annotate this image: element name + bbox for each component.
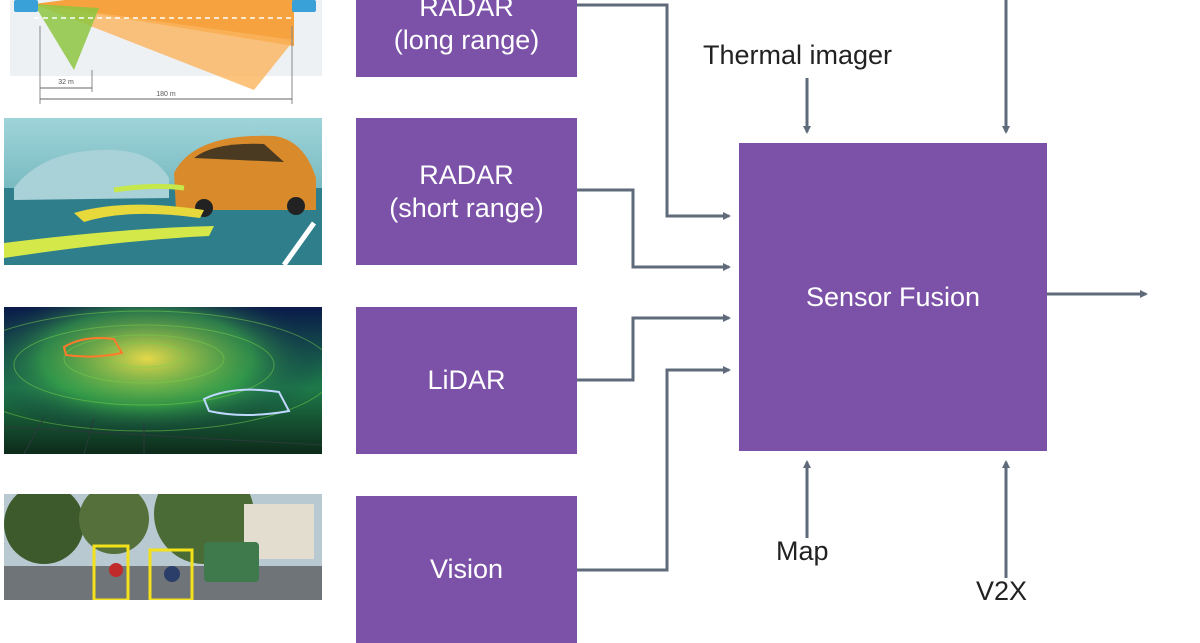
connector-wires bbox=[577, 0, 1148, 578]
sensor-fusion-label: Sensor Fusion bbox=[805, 281, 981, 312]
vision-box: Vision bbox=[356, 496, 577, 643]
radar-far-range-label: 180 m bbox=[156, 91, 176, 98]
v2x-label: V2X bbox=[976, 576, 1028, 606]
radar-long-range-box: RADAR (long range) bbox=[356, 0, 577, 77]
lidar-box: LiDAR bbox=[356, 307, 577, 454]
radar-short-range-thumbnail bbox=[4, 118, 322, 265]
vision-thumbnail bbox=[4, 494, 322, 600]
lidar-thumbnail bbox=[4, 307, 322, 454]
sensor-fusion-box: Sensor Fusion bbox=[739, 143, 1047, 451]
wire-lidar bbox=[577, 314, 731, 382]
radar-short-range-box: RADAR (short range) bbox=[356, 118, 577, 265]
thermal-imager-label: Thermal imager bbox=[703, 40, 893, 70]
wire-vision bbox=[577, 366, 731, 572]
wire-radar-short bbox=[577, 188, 731, 271]
wire-radar-long bbox=[577, 3, 731, 220]
map-label: Map bbox=[776, 536, 829, 566]
radar-long-range-thumbnail: 32 m 180 m bbox=[4, 0, 322, 104]
radar-near-range-label: 32 m bbox=[58, 79, 74, 86]
